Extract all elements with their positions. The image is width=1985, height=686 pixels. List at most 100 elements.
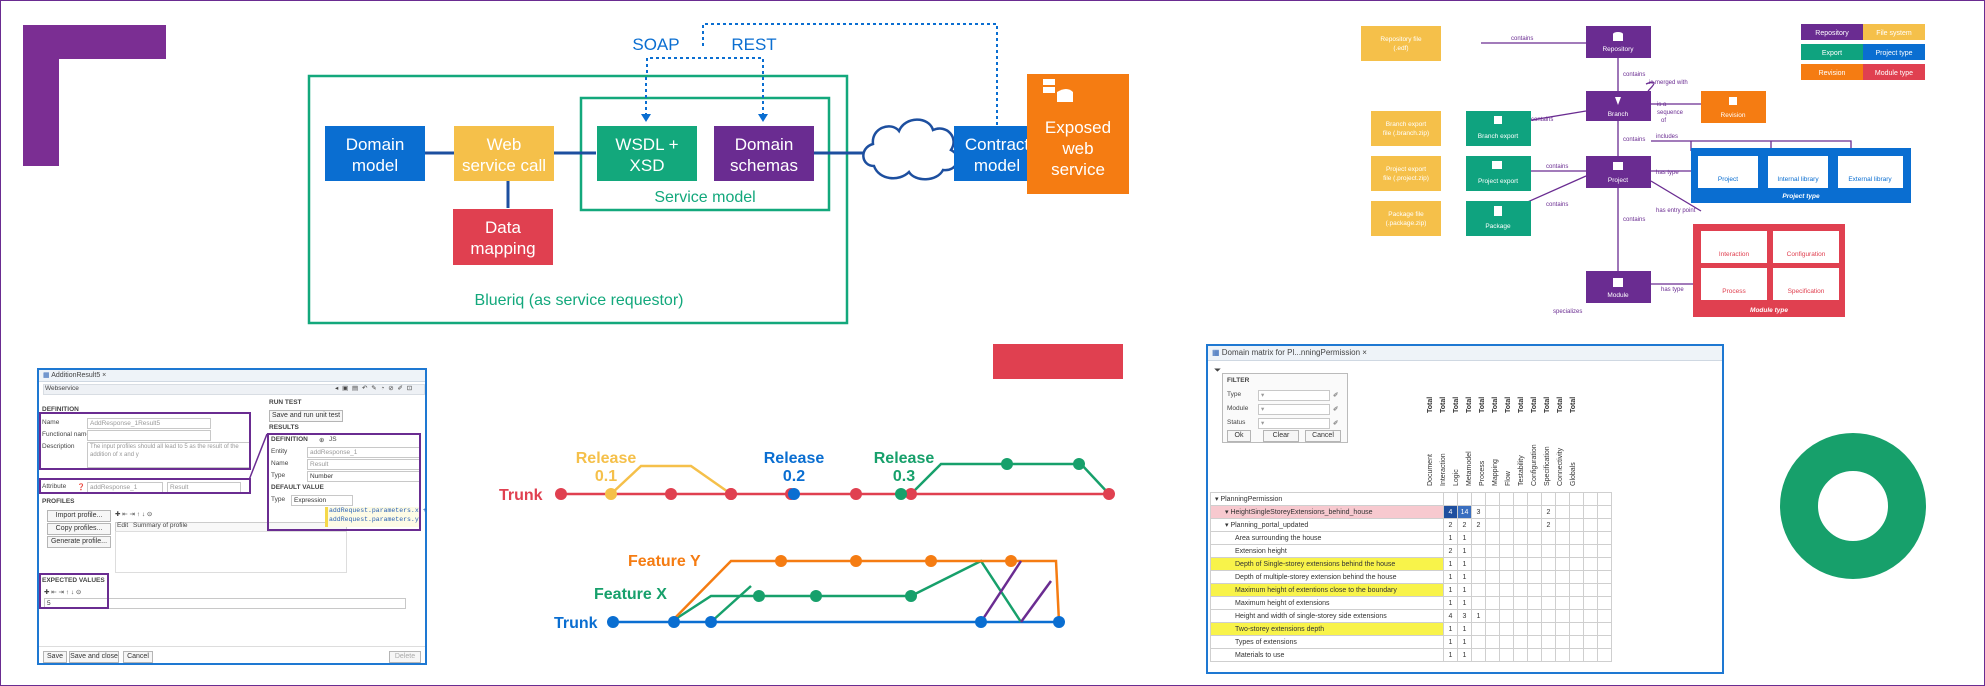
toolbar-icons[interactable]: ◂ ▣ ▤ ↶ ✎ ◔ ⊘ ✐ ⊡ bbox=[335, 385, 414, 392]
corner-bracket-shape bbox=[23, 25, 166, 166]
row-label: Depth of Single-storey extensions behind… bbox=[1210, 557, 1444, 571]
svg-text:contains: contains bbox=[1531, 117, 1553, 123]
contract-model-label: Contract bbox=[965, 135, 1030, 154]
matrix-cell bbox=[1471, 635, 1486, 649]
functional-name-field[interactable] bbox=[87, 430, 211, 441]
expression-line[interactable]: addRequest.parameters.y bbox=[329, 516, 419, 523]
eraser-icon[interactable]: ✐ bbox=[1333, 406, 1339, 413]
clear-button[interactable]: Clear bbox=[1263, 430, 1299, 442]
table-row[interactable]: Height and width of single-storey side e… bbox=[1210, 609, 1612, 623]
eraser-icon[interactable]: ✐ bbox=[1333, 420, 1339, 427]
svg-text:Project type: Project type bbox=[1876, 50, 1913, 57]
import-profile-button[interactable]: Import profile... bbox=[47, 510, 111, 522]
tab-domain-matrix[interactable]: ▦ Domain matrix for Pl...nningPermission… bbox=[1212, 348, 1367, 357]
type-select[interactable]: ▾ bbox=[1258, 390, 1330, 401]
row-label: Types of extensions bbox=[1210, 635, 1444, 649]
copy-profiles-button[interactable]: Copy profiles... bbox=[47, 523, 111, 535]
profile-toolbar-icons[interactable]: ✚ ⇤ ⇥ ↑ ↓ ⊝ bbox=[115, 511, 153, 518]
tab-webservice[interactable]: ▦ AdditionResult5 × bbox=[43, 372, 107, 379]
matrix-cell bbox=[1499, 518, 1514, 532]
matrix-cell bbox=[1527, 648, 1542, 662]
save-close-button[interactable]: Save and close bbox=[69, 651, 119, 663]
save-button[interactable]: Save bbox=[43, 651, 67, 663]
save-run-test-button[interactable]: Save and run unit test bbox=[269, 410, 343, 422]
description-field[interactable]: The input profiles should all lead to 5 … bbox=[87, 442, 251, 468]
green-ring-shape bbox=[1780, 433, 1926, 579]
matrix-cell bbox=[1471, 531, 1486, 545]
table-row[interactable]: Maximum height of extentions close to th… bbox=[1210, 583, 1612, 597]
matrix-cell bbox=[1597, 557, 1612, 571]
matrix-cell bbox=[1527, 583, 1542, 597]
matrix-cell bbox=[1583, 544, 1598, 558]
matrix-cell bbox=[1569, 518, 1584, 532]
matrix-cell: 2 bbox=[1443, 518, 1458, 532]
matrix-cell bbox=[1555, 609, 1570, 623]
release-label: 0.1 bbox=[595, 468, 617, 485]
table-row[interactable]: ▾ PlanningPermission bbox=[1210, 492, 1612, 506]
matrix-cell bbox=[1569, 596, 1584, 610]
data-mapping-label: Data bbox=[485, 218, 521, 237]
matrix-cell bbox=[1513, 583, 1528, 597]
delete-button[interactable]: Delete bbox=[389, 651, 421, 663]
table-row[interactable]: Depth of Single-storey extensions behind… bbox=[1210, 557, 1612, 571]
cancel-button[interactable]: Cancel bbox=[1305, 430, 1341, 442]
svg-text:Project: Project bbox=[1608, 177, 1628, 184]
table-row[interactable]: ▾ HeightSingleStoreyExtensions_behind_ho… bbox=[1210, 505, 1612, 519]
help-icon[interactable]: ❓ bbox=[77, 484, 86, 491]
matrix-cell bbox=[1541, 622, 1556, 636]
expected-value-field[interactable]: 5 bbox=[44, 598, 406, 609]
matrix-cell bbox=[1583, 570, 1598, 584]
matrix-cell bbox=[1583, 505, 1598, 519]
module-select[interactable]: ▾ bbox=[1258, 404, 1330, 415]
default-type-select[interactable]: Expression bbox=[291, 495, 353, 506]
matrix-cell bbox=[1555, 544, 1570, 558]
matrix-cell bbox=[1569, 583, 1584, 597]
matrix-cell bbox=[1471, 492, 1486, 506]
svg-text:is a: is a bbox=[1657, 102, 1667, 108]
matrix-cell bbox=[1471, 596, 1486, 610]
matrix-cell: 1 bbox=[1457, 583, 1472, 597]
expected-toolbar-icons[interactable]: ✚ ⇤ ⇥ ↑ ↓ ⊝ bbox=[44, 589, 82, 596]
globe-icon: ⊕ bbox=[319, 437, 325, 444]
filter-icon[interactable]: ⏷ bbox=[1214, 365, 1222, 375]
matrix-cell: 2 bbox=[1541, 518, 1556, 532]
matrix-cell bbox=[1513, 492, 1528, 506]
matrix-cell: 1 bbox=[1457, 557, 1472, 571]
table-row[interactable]: Depth of multiple-storey extension behin… bbox=[1210, 570, 1612, 584]
matrix-cell: 1 bbox=[1443, 622, 1458, 636]
generate-profile-button[interactable]: Generate profile... bbox=[47, 536, 111, 548]
eraser-icon[interactable]: ✐ bbox=[1333, 392, 1339, 399]
ok-button[interactable]: Ok bbox=[1227, 430, 1251, 442]
matrix-cell bbox=[1583, 648, 1598, 662]
row-label: Maximum height of extentions close to th… bbox=[1210, 583, 1444, 597]
webservice-window: ▦ AdditionResult5 × Webservice ◂ ▣ ▤ ↶ ✎… bbox=[37, 368, 427, 665]
svg-text:File system: File system bbox=[1876, 30, 1912, 37]
contract-model-box bbox=[954, 126, 1040, 181]
cancel-button[interactable]: Cancel bbox=[123, 651, 153, 663]
status-select[interactable]: ▾ bbox=[1258, 418, 1330, 429]
matrix-cell bbox=[1583, 583, 1598, 597]
filter-panel: FILTER Type ▾ Module ▾ Status ▾ ✐ ✐ ✐ Ok… bbox=[1222, 373, 1348, 443]
expression-line[interactable]: addRequest.parameters.x + bbox=[329, 507, 427, 514]
name-field[interactable]: AddResponse_1Result5 bbox=[87, 418, 211, 429]
matrix-cell bbox=[1513, 531, 1528, 545]
